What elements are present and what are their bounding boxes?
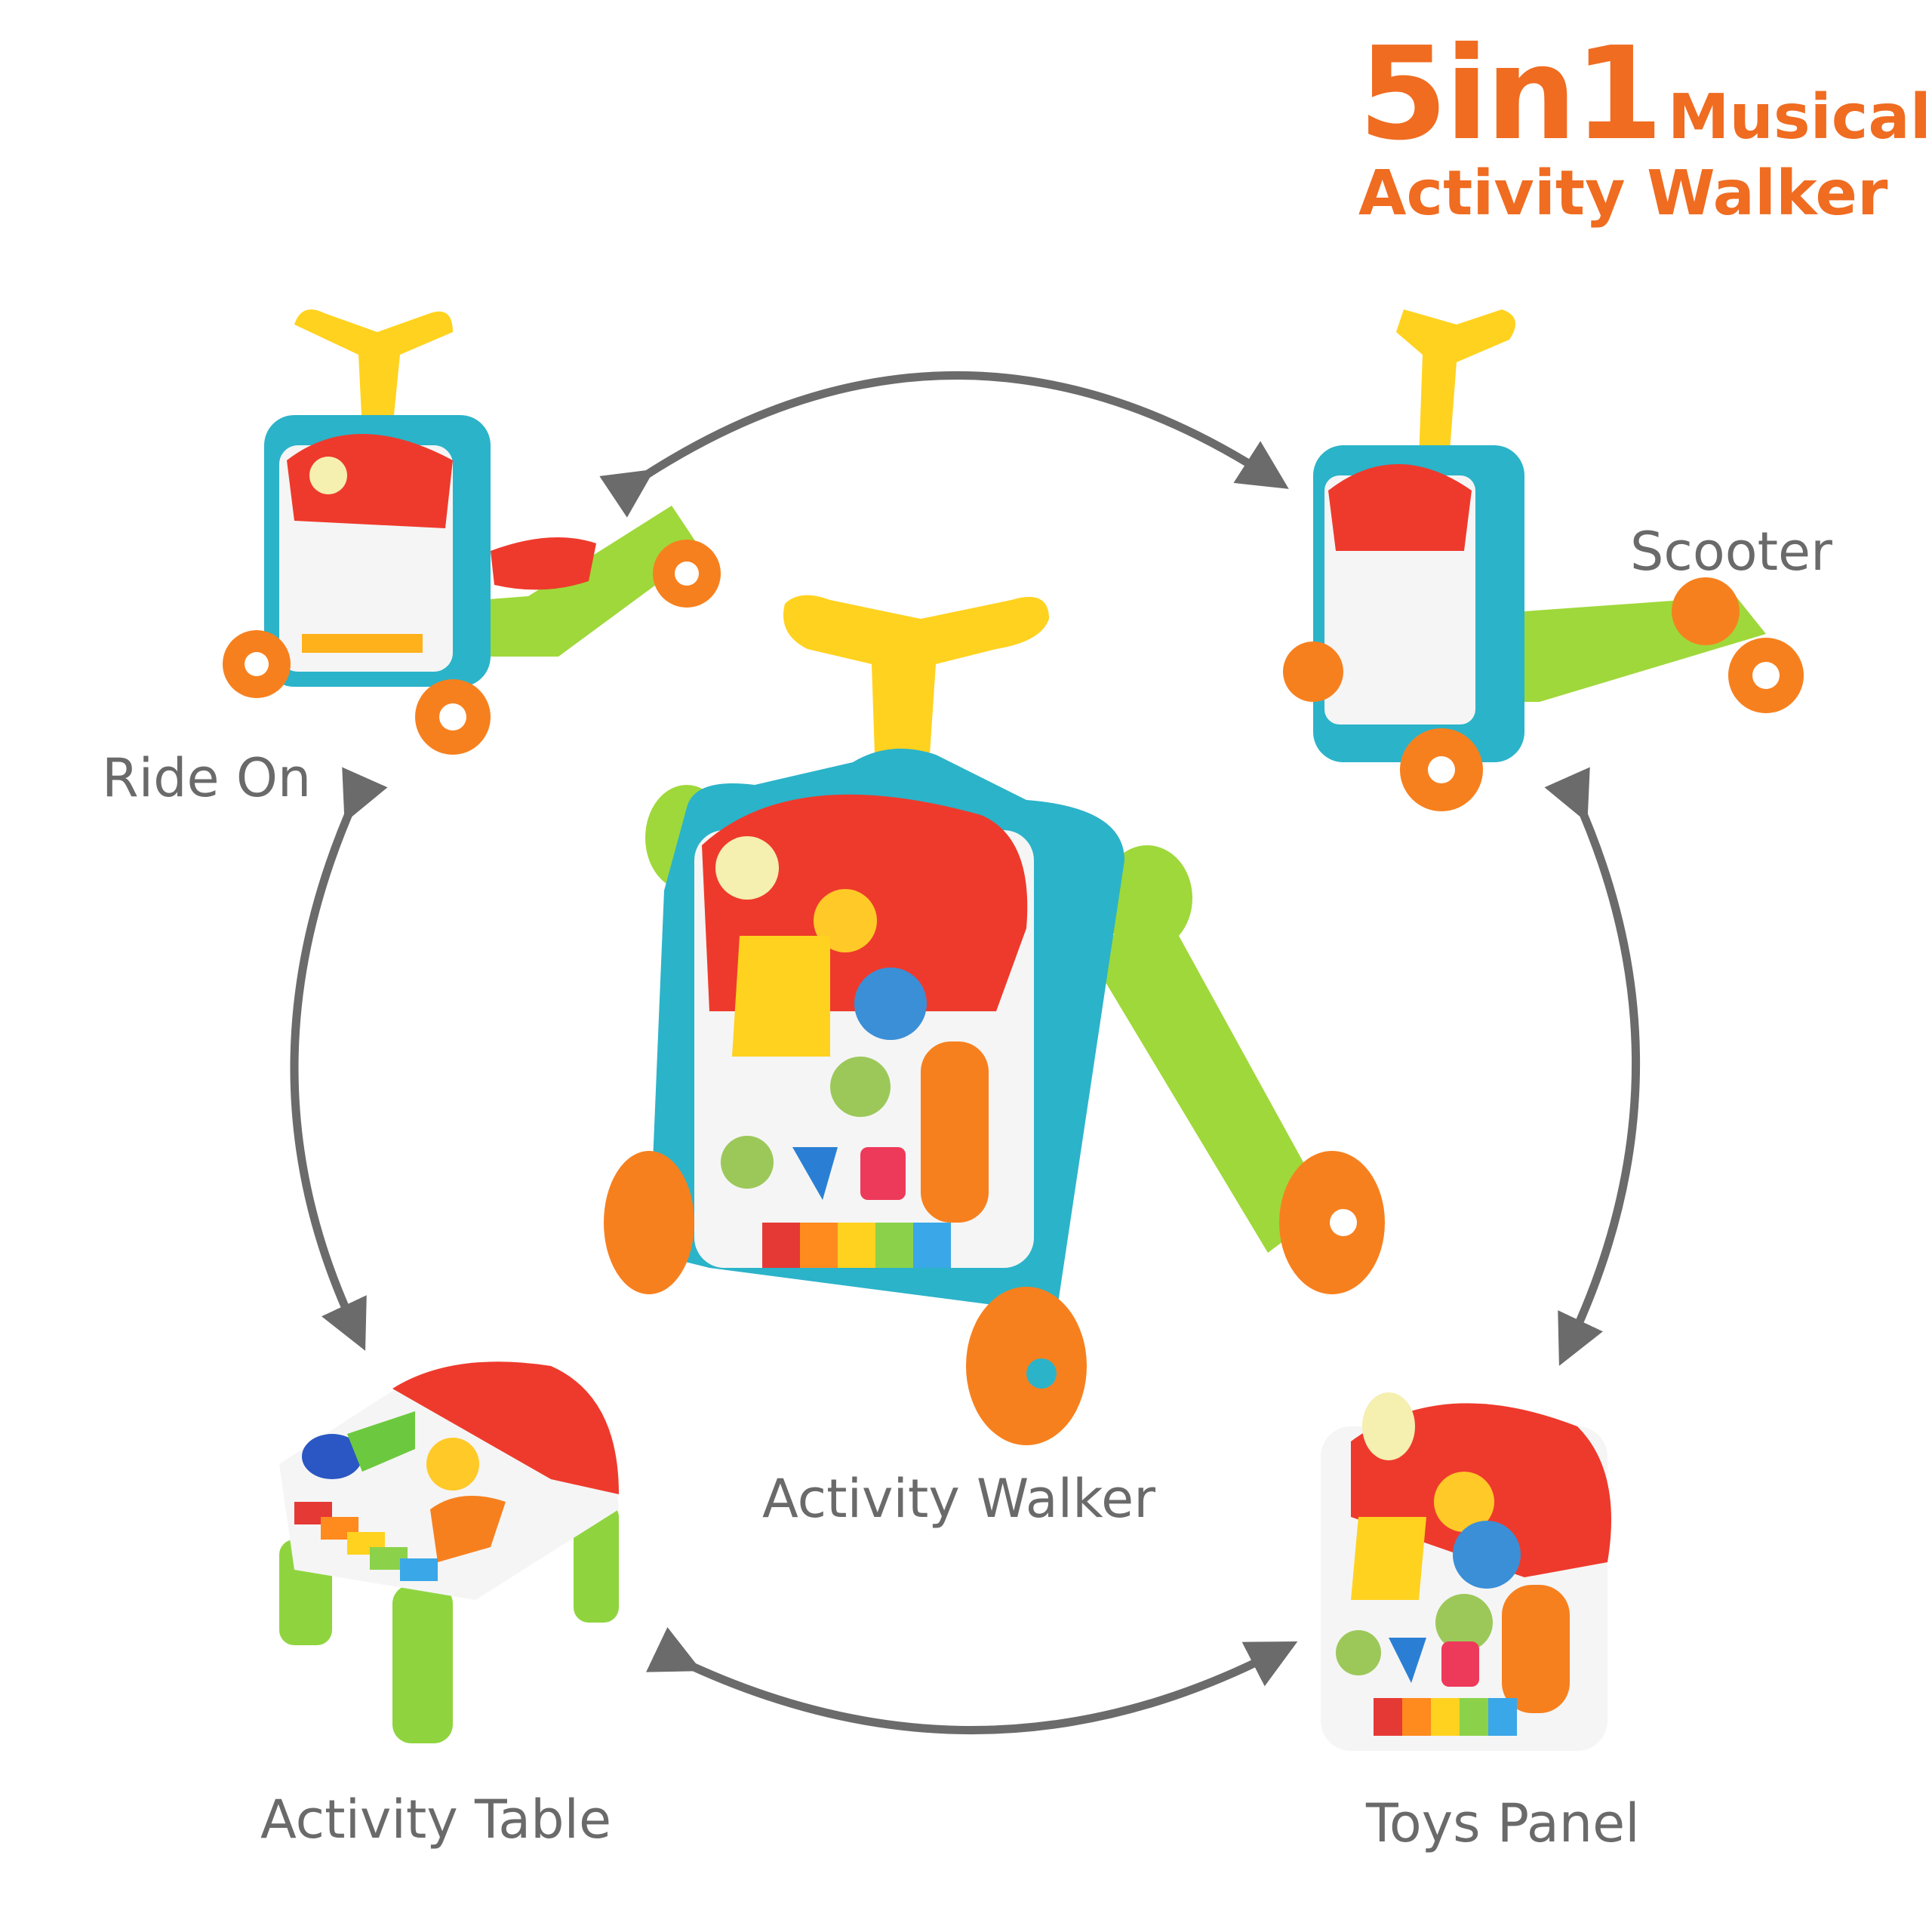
arrow-ride-table <box>290 767 388 1351</box>
ride-on-image <box>223 309 721 755</box>
activity-walker-image <box>604 595 1385 1445</box>
label-activity-table: Activity Table <box>260 1789 612 1850</box>
title-5in1: 5in1 <box>1358 20 1663 169</box>
arrow-table-panel <box>646 1627 1298 1734</box>
title-activity-walker: Activity Walker <box>1358 158 1888 229</box>
arrow-ride-scooter <box>599 371 1289 518</box>
activity-table-image <box>279 1361 619 1743</box>
toys-panel-image <box>1321 1392 1611 1751</box>
title-musical: Musical <box>1667 82 1931 153</box>
label-scooter: Scooter <box>1630 521 1832 583</box>
label-activity-walker: Activity Walker <box>762 1468 1156 1530</box>
arrow-scooter-panel <box>1544 767 1640 1366</box>
scooter-image <box>1283 309 1804 811</box>
label-ride-on: Ride On <box>102 747 312 809</box>
label-toys-panel: Toys Panel <box>1366 1792 1640 1854</box>
